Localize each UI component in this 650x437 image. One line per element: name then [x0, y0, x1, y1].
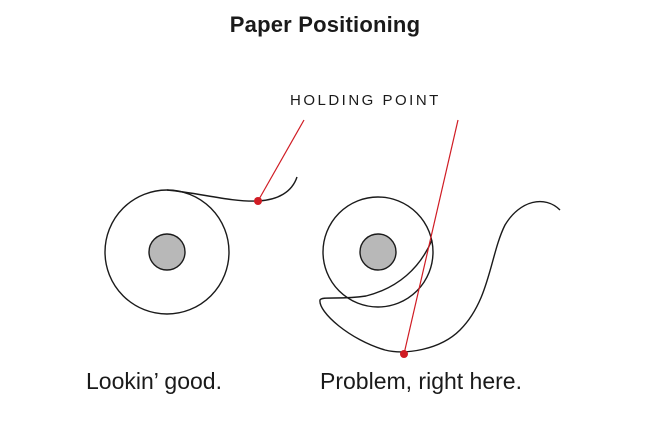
- roll-good-core: [148, 233, 186, 271]
- leader-line-bad: [403, 119, 459, 355]
- holding-point-good: [254, 197, 262, 205]
- holding-point-label: HOLDING POINT: [290, 92, 441, 109]
- roll-good: [104, 119, 305, 315]
- caption-good: Lookin’ good.: [86, 368, 222, 394]
- holding-point-bad: [400, 350, 408, 358]
- roll-bad: [319, 119, 561, 358]
- diagram-title: Paper Positioning: [229, 12, 421, 37]
- roll-bad-outer: [322, 196, 434, 308]
- leader-line-good: [257, 119, 305, 202]
- roll-bad-paper-tail: [319, 200, 561, 353]
- caption-bad: Problem, right here.: [320, 368, 522, 394]
- roll-bad-core: [359, 233, 397, 271]
- roll-good-paper-tail: [166, 176, 298, 202]
